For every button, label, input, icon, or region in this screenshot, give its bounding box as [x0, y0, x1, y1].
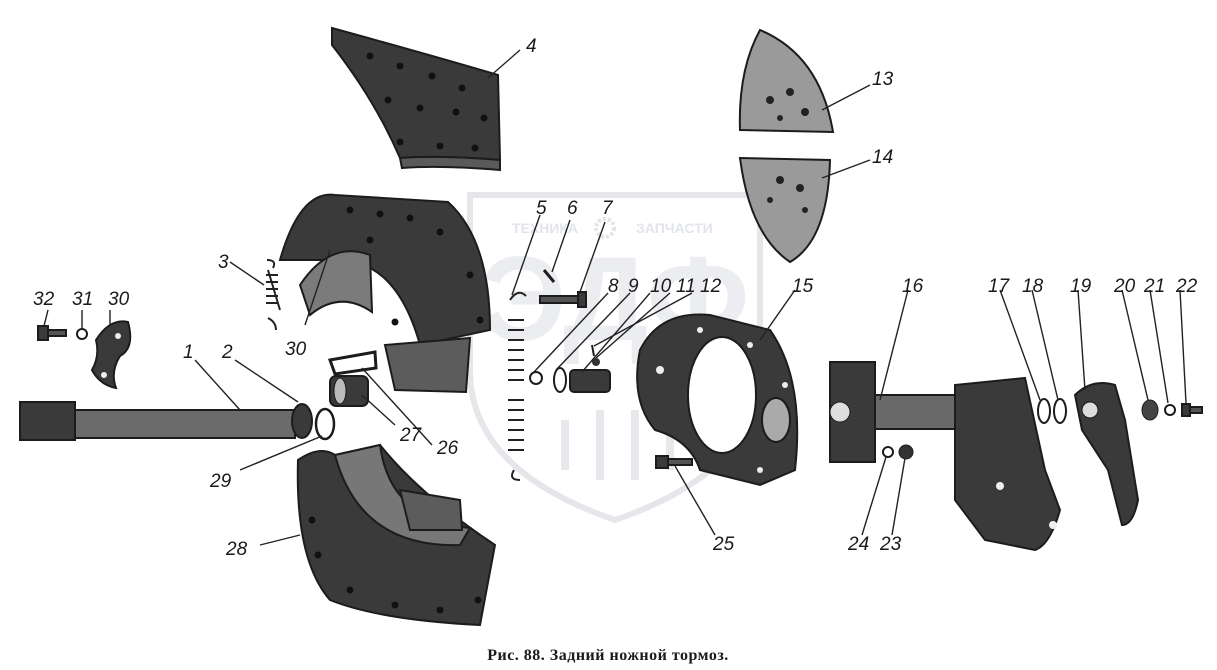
label-26: 26	[436, 438, 459, 459]
part-5-return-spring	[508, 291, 527, 481]
watermark-gear-icon	[594, 217, 616, 239]
part-13-shield-upper	[738, 28, 835, 134]
part-30-cam-plate	[90, 320, 132, 390]
part-12-nipple	[591, 344, 595, 357]
part-28-lower-brake-shoe	[296, 443, 497, 627]
part-19-adjusting-lever	[1073, 382, 1140, 527]
label-25: 25	[712, 534, 735, 555]
watermark-right-text: ЗАПЧАСТИ	[636, 220, 713, 236]
part-20-washer	[1141, 399, 1159, 421]
part-2-bushing	[291, 403, 313, 439]
part-23-nut	[898, 444, 914, 460]
part-27-roller	[329, 375, 369, 407]
label-9: 9	[628, 276, 639, 297]
label-5: 5	[536, 198, 547, 219]
label-14: 14	[872, 147, 893, 168]
label-19: 19	[1070, 276, 1092, 297]
part-14-shield-lower	[738, 156, 832, 264]
label-12: 12	[700, 276, 722, 297]
label-27: 27	[399, 425, 423, 446]
watermark-left-text: ТЕХНИКА	[512, 220, 578, 236]
label-32: 32	[33, 289, 55, 310]
part-9-washer	[553, 367, 567, 393]
label-28: 28	[225, 539, 248, 560]
label-29: 29	[209, 471, 232, 492]
label-7: 7	[602, 198, 614, 219]
label-17: 17	[988, 276, 1011, 297]
part-16-cam-support	[829, 361, 1062, 552]
part-25-bolt	[655, 455, 693, 469]
part-8-ring	[529, 371, 543, 385]
label-30-center: 30	[285, 339, 307, 360]
label-21: 21	[1143, 276, 1165, 297]
label-4: 4	[526, 36, 537, 57]
part-18-ring	[1053, 398, 1067, 424]
label-2: 2	[221, 342, 233, 363]
label-13: 13	[872, 69, 894, 90]
leader-lines	[43, 49, 1187, 546]
part-15-flange-bracket	[636, 313, 799, 487]
figure-caption: Рис. 88. Задний ножной тормоз.	[487, 647, 729, 664]
part-6-cotter-pin	[542, 269, 556, 283]
part-24-washer	[882, 446, 894, 458]
part-32-bolt	[37, 325, 67, 341]
label-6: 6	[567, 198, 578, 219]
part-22-bolt	[1181, 403, 1203, 417]
label-20: 20	[1113, 276, 1136, 297]
label-16: 16	[902, 276, 924, 297]
label-18: 18	[1022, 276, 1044, 297]
label-3: 3	[218, 252, 229, 273]
label-31: 31	[72, 289, 93, 310]
label-11: 11	[676, 276, 696, 297]
part-1-camshaft	[19, 401, 296, 441]
label-10: 10	[650, 276, 672, 297]
label-22: 22	[1175, 276, 1198, 297]
label-8: 8	[608, 276, 619, 297]
label-23: 23	[879, 534, 902, 555]
label-24: 24	[847, 534, 869, 555]
part-21-spring-washer	[1164, 404, 1176, 416]
part-26-clip	[327, 350, 378, 376]
label-15: 15	[792, 276, 814, 297]
part-7-axle-pin	[539, 291, 587, 308]
part-3-spring	[266, 259, 281, 331]
part-10-bushing	[569, 369, 611, 393]
part-31-washer	[76, 328, 88, 340]
part-17-ring	[1037, 398, 1051, 424]
label-30-left: 30	[108, 289, 130, 310]
part-11-fitting	[592, 358, 600, 366]
part-upper-brake-shoe	[278, 193, 492, 394]
label-1: 1	[183, 342, 194, 363]
part-4-brake-lining	[331, 26, 502, 172]
part-labels: 4 13 14 5 6 7 3 8 9 10 11 12 15 16 17 18…	[33, 36, 1198, 560]
part-29-ring	[314, 407, 336, 441]
